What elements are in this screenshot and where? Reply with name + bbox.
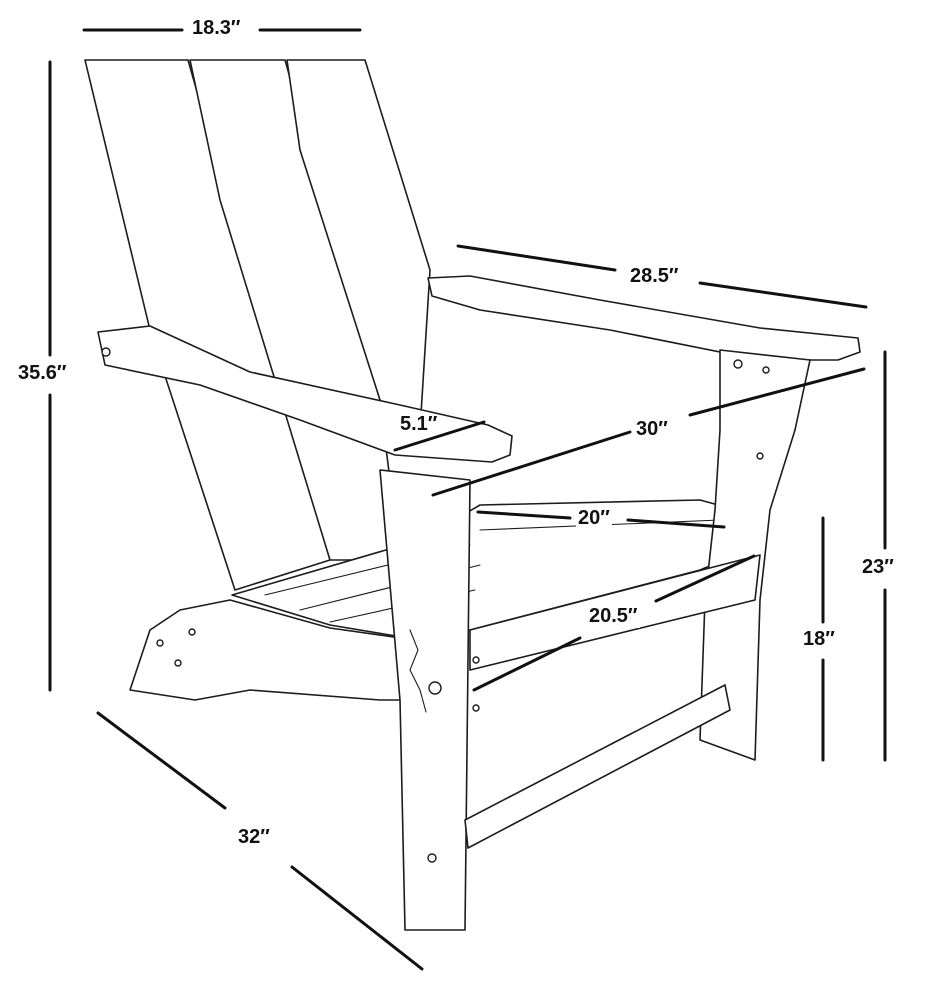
label-seat-height: 18″ <box>803 628 835 650</box>
label-height-total: 35.6″ <box>18 362 67 384</box>
label-arm-length: 28.5″ <box>630 265 679 287</box>
back-slats <box>84 59 431 591</box>
dim-line-arm-length-right <box>698 281 868 309</box>
dim-line-seat-depth-left <box>476 510 572 520</box>
front-left-leg <box>379 469 471 931</box>
left-arm-rest <box>97 325 513 463</box>
label-width-top: 18.3″ <box>192 17 241 39</box>
dim-line-depth-lower <box>290 865 424 971</box>
label-seat-depth: 20″ <box>576 507 612 530</box>
dim-line-seat-front-upper <box>654 554 756 603</box>
label-seat-width: 30″ <box>634 418 670 441</box>
label-arm-width: 5.1″ <box>400 413 438 435</box>
dim-line-arm-width <box>393 420 486 452</box>
right-arm-rest <box>427 275 861 361</box>
lower-stretcher <box>464 684 731 849</box>
dim-line-seat-front-lower <box>472 636 582 692</box>
dim-line-seat-depth-right <box>626 518 726 529</box>
dim-line-seat-width-left <box>431 430 632 497</box>
label-depth: 32″ <box>238 826 270 848</box>
label-seat-front-width: 20.5″ <box>587 605 640 628</box>
dim-line-seat-width-right <box>688 367 866 417</box>
dim-line-arm-length-left <box>456 244 617 272</box>
label-arm-height: 23″ <box>862 556 894 578</box>
dim-line-depth-upper <box>96 711 227 810</box>
adirondack-chair-drawing <box>84 59 861 931</box>
dimension-lines <box>48 28 887 971</box>
